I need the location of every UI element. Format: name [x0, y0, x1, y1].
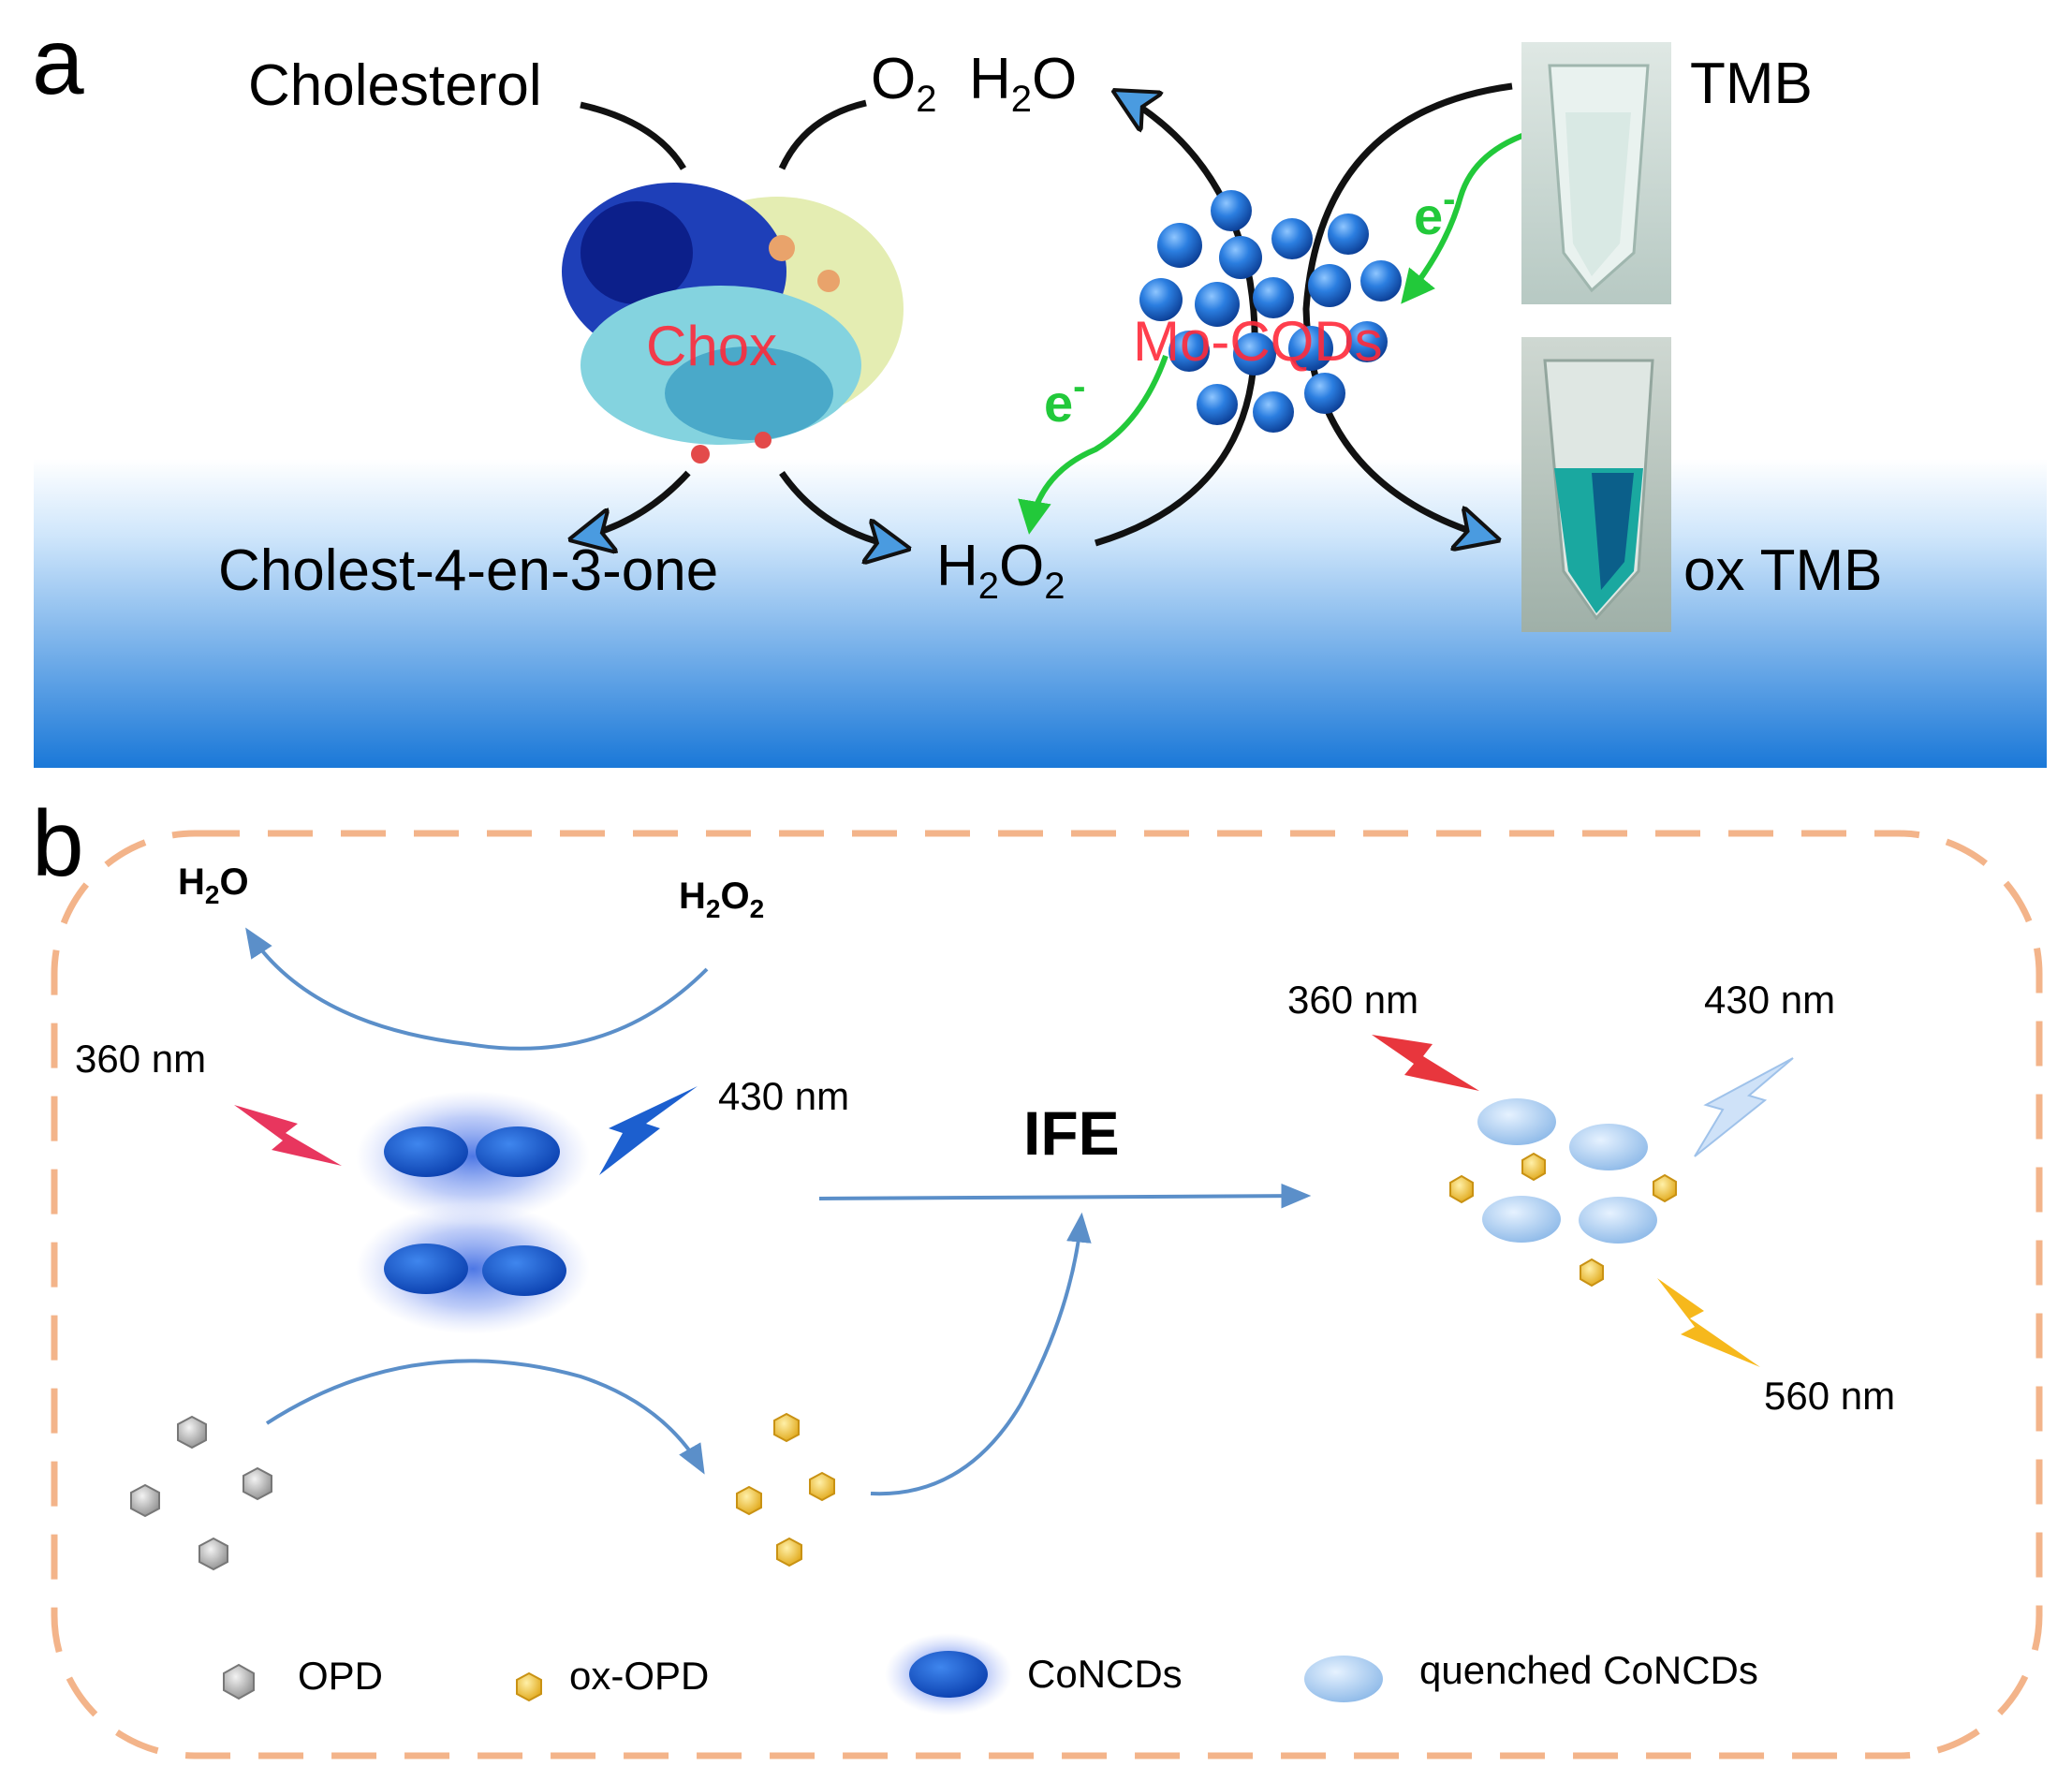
chox-enzyme-structure: [562, 183, 904, 464]
legend-concds-label: CoNCDs: [1027, 1652, 1183, 1696]
h2o2-cycle-arrow: [1094, 94, 1258, 547]
h2o2-to-h2o-arrow: [245, 927, 709, 1051]
tmb-cycle-arrow: [1302, 82, 1513, 538]
mo-cqds-label: Mo-CQDs: [1133, 310, 1383, 373]
panel-a-gradient-band: [34, 459, 2047, 768]
panel-b-letter: b: [32, 791, 84, 896]
h2o2-label-a: H2O2: [936, 534, 1065, 607]
quenched-concds-group: [1449, 1098, 1677, 1288]
bolt-emission-560: [1657, 1278, 1760, 1367]
oxtmb-label: ox TMB: [1683, 538, 1882, 603]
legend-concds-marker: [909, 1651, 988, 1698]
to-product-arrow: [576, 470, 691, 538]
legend-oxopd-marker: [516, 1671, 542, 1702]
concds-glowing-group: [356, 1091, 590, 1334]
electron-label-bottom: e-: [1044, 366, 1085, 433]
panel-b-dashed-border: [51, 830, 2043, 1759]
legend-opd-label: OPD: [298, 1654, 383, 1698]
bolt-emission-right: [1694, 1057, 1794, 1157]
chox-label: Chox: [646, 315, 777, 377]
legend-opd-marker: [223, 1663, 255, 1700]
opd-to-oxopd-arrow: [265, 1359, 705, 1475]
ex-label-left: 360 nm: [75, 1037, 206, 1081]
em-label-right: 430 nm: [1704, 978, 1835, 1022]
o2-arrow: [778, 99, 867, 170]
panel-a-letter: a: [32, 9, 84, 114]
bolt-excitation-right: [1372, 1035, 1479, 1091]
bolt-excitation-left: [234, 1105, 342, 1166]
legend-oxopd-label: ox-OPD: [569, 1654, 709, 1698]
h2o2-label-b: H2O2: [679, 876, 764, 923]
legend: OPD ox-OPD CoNCDs quenched CoNCDs: [223, 1633, 1758, 1715]
ox-opd-molecules: [736, 1412, 835, 1568]
cholesterol-label: Cholesterol: [248, 53, 542, 118]
ife-label: IFE: [1023, 1098, 1120, 1168]
electron-arrow-tmb: [1401, 128, 1536, 304]
mo-cqds-spheres: [1139, 190, 1402, 433]
ex-label-right: 360 nm: [1287, 978, 1418, 1022]
opd-molecules: [130, 1415, 272, 1571]
electron-arrow-h2o2: [1018, 354, 1168, 535]
legend-quenched-marker: [1304, 1656, 1383, 1702]
panel-b: b H2O H2O2 360 nm 430 nm IFE: [32, 791, 2043, 1759]
to-h2o2-arrow: [779, 471, 904, 548]
legend-quenched-label: quenched CoNCDs: [1419, 1648, 1758, 1692]
tmb-tube-photo: [1521, 42, 1671, 304]
oxtmb-tube-photo: [1521, 337, 1671, 632]
oxopd-to-ife-arrow: [870, 1212, 1092, 1496]
o2-label: O2: [871, 47, 936, 120]
cholesterol-arrow: [580, 101, 687, 170]
tmb-label: TMB: [1690, 52, 1813, 116]
product-label: Cholest-4-en-3-one: [218, 538, 718, 603]
ife-arrow: [818, 1183, 1312, 1209]
h2o-label-a: H2O: [969, 47, 1077, 120]
panel-a: a Cholesterol O2 H2O Chox Cholest-4-en-3…: [32, 9, 2047, 768]
h2o-label-b: H2O: [178, 861, 249, 909]
em-label-left: 430 nm: [718, 1074, 849, 1118]
bolt-emission-left: [599, 1086, 698, 1175]
electron-label-top: e-: [1414, 179, 1455, 245]
em-label-560: 560 nm: [1764, 1374, 1895, 1418]
